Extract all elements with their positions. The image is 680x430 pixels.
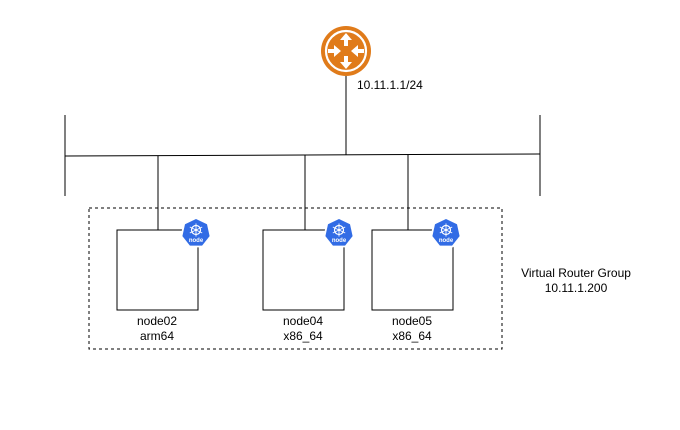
- node-badge-text: node: [332, 238, 347, 244]
- kubernetes-node-icon: node: [180, 217, 212, 248]
- node02-name-label: node02: [137, 314, 177, 328]
- node05-arch-label: x86_64: [392, 329, 432, 343]
- virtual-router-group-box: [88, 207, 503, 350]
- node02-box: [116, 229, 199, 311]
- group-title-label: Virtual Router Group: [521, 266, 631, 280]
- node04-name-label: node04: [283, 314, 323, 328]
- group-vip-label: 10.11.1.200: [545, 281, 608, 295]
- node-badge-text: node: [439, 238, 454, 244]
- node05-name-label: node05: [392, 314, 432, 328]
- router-subnet-label: 10.11.1.1/24: [357, 78, 423, 92]
- node-badge-text: node: [189, 238, 204, 244]
- node04-arch-label: x86_64: [283, 329, 323, 343]
- kubernetes-node-icon: node: [430, 217, 462, 248]
- node02-arch-label: arm64: [140, 329, 174, 343]
- router-icon: [321, 26, 371, 76]
- network-bus-line: [64, 153, 541, 157]
- kubernetes-node-icon: node: [323, 217, 355, 248]
